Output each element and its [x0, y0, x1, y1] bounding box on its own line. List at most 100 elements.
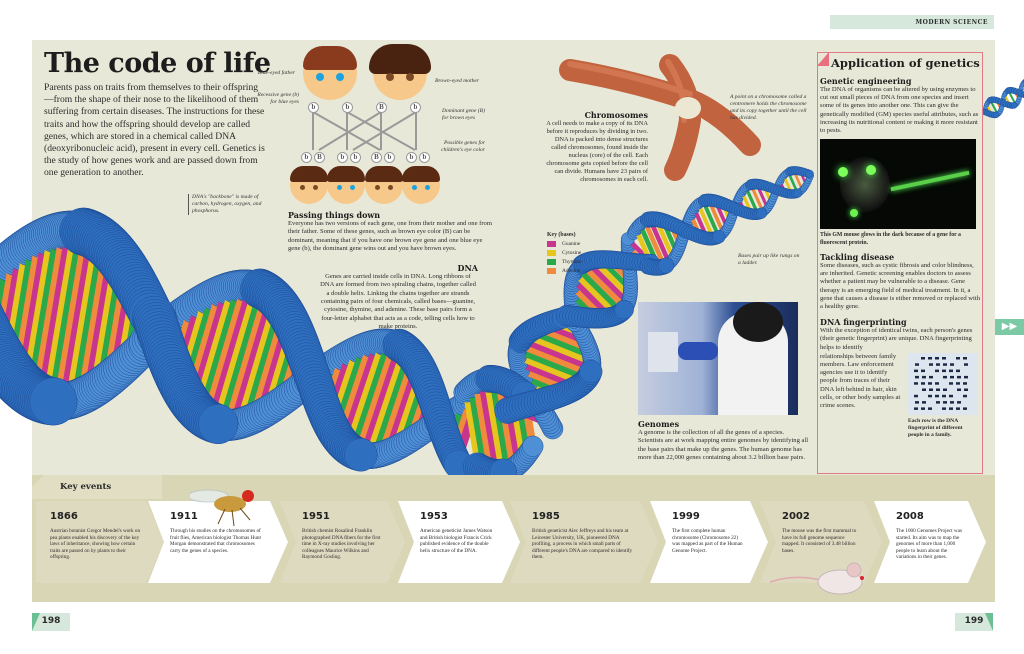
- fingerprint-band: [921, 356, 925, 360]
- fingerprint-band: [949, 394, 953, 398]
- fingerprint-band: [922, 375, 926, 379]
- backbone-bead: [1001, 94, 1007, 100]
- genomes-heading: Genomes: [638, 419, 680, 429]
- backbone-bead: [999, 101, 1005, 108]
- event-year: 1999: [672, 511, 700, 522]
- child-gene: b: [350, 152, 361, 163]
- fingerprint-band: [949, 369, 953, 372]
- dna-heading: DNA: [457, 263, 478, 274]
- fingerprint-band: [936, 363, 940, 366]
- fruit-fly-illustration: [190, 489, 254, 527]
- fingerprint-band: [922, 388, 926, 391]
- fingerprint-band: [950, 363, 954, 366]
- fingerprint-band: [963, 407, 967, 410]
- fingerprint-band: [942, 356, 946, 360]
- backbone-bead: [997, 108, 1003, 115]
- centromere-caption: A point on a chromosome called a centrom…: [730, 94, 807, 121]
- child-gene: B: [371, 152, 382, 163]
- event-text: The 1000 Genomes Project was started. It…: [896, 528, 962, 561]
- backbone-bead: [1000, 96, 1006, 102]
- mouse-illustration: [770, 562, 864, 595]
- key-label: Adenine: [562, 268, 581, 274]
- backbone-bead: [1002, 100, 1009, 108]
- fingerprint-band: [956, 369, 960, 372]
- fingerprint-band: [943, 400, 947, 404]
- key-events-heading: Key events: [32, 475, 162, 499]
- backbone-bead: [1010, 87, 1018, 95]
- backbone-bead: [1016, 94, 1023, 100]
- fingerprint-band: [915, 400, 919, 404]
- child-face: [290, 166, 328, 204]
- dna-section: DNA Genes are carried inside cells in DN…: [318, 263, 478, 331]
- rungs-caption: Bases pair up like rungs on a ladder.: [738, 253, 800, 266]
- event-text: Through his studies on the chromosomes o…: [170, 528, 261, 554]
- backbone-bead: [1013, 88, 1020, 95]
- parent-gene: b: [410, 102, 421, 113]
- color-swatch: [547, 241, 556, 247]
- backbone-bead: [1014, 100, 1020, 107]
- fingerprint-band: [929, 363, 933, 366]
- fingerprint-band: [928, 407, 932, 410]
- engineering-text: The DNA of organisms can be altered by u…: [820, 86, 979, 135]
- fingerprint-band: [935, 356, 939, 360]
- section-header: MODERN SCIENCE: [830, 15, 994, 29]
- chromosomes-text: A cell needs to make a copy of its DNA b…: [546, 120, 648, 183]
- backbone-bead: [997, 98, 1004, 106]
- backbone-bead: [1005, 87, 1012, 94]
- event-year: 2002: [782, 511, 810, 522]
- fingerprint-band: [949, 382, 953, 385]
- child-face: [327, 166, 365, 204]
- parent-gene: b: [342, 102, 353, 113]
- key-label: Thymine: [562, 259, 582, 265]
- double-chevron-right-icon[interactable]: ▶▶: [995, 319, 1024, 335]
- fingerprint-band: [921, 369, 925, 372]
- backbone-bead: [1002, 90, 1009, 96]
- base-pair-rung: [1019, 91, 1023, 95]
- base-pair-rung: [1013, 90, 1020, 101]
- dominant-label: Dominant gene (B) for brown eyes: [442, 108, 485, 121]
- fingerprinting-text-2: relationships between family members. La…: [820, 352, 901, 410]
- base-pair-rung: [1003, 94, 1012, 106]
- fingerprint-band: [957, 375, 961, 379]
- disease-section: Tackling disease Some diseases, such as …: [820, 252, 980, 311]
- key-item: Thymine: [547, 259, 581, 265]
- backbone-bead: [1000, 99, 1006, 105]
- fingerprint-band: [957, 388, 961, 391]
- lab-scientist-photo: [638, 302, 798, 415]
- event-year: 1866: [50, 511, 78, 522]
- fingerprint-band: [929, 375, 933, 379]
- application-box: Application of genetics Genetic engineer…: [817, 52, 983, 474]
- event-year: 1951: [302, 511, 330, 522]
- backbone-bead: [999, 99, 1007, 107]
- fingerprint-band: [914, 369, 918, 372]
- backbone-bead: [998, 106, 1004, 113]
- fingerprinting-section: DNA fingerprinting With the exception of…: [820, 317, 980, 439]
- event-text: The first complete human chromosome (Chr…: [672, 528, 743, 554]
- passing-dna-column: Passing things down Everyone has two ver…: [288, 210, 493, 331]
- fingerprint-band: [936, 400, 940, 404]
- glowing-mouse-photo: [820, 139, 976, 230]
- backbone-bead: [1004, 101, 1012, 109]
- fingerprint-band: [914, 382, 918, 385]
- possible-label: Possible genes for children's eye color: [441, 140, 485, 153]
- fingerprint-band: [921, 382, 925, 385]
- fingerprinting-heading: DNA fingerprinting: [820, 317, 907, 328]
- genomes-text: A genome is the collection of all the ge…: [638, 429, 809, 461]
- fingerprint-band: [964, 375, 968, 379]
- passing-heading: Passing things down: [288, 210, 381, 220]
- father-face: [303, 46, 357, 100]
- backbone-bead: [1015, 89, 1023, 96]
- child-gene: b: [337, 152, 348, 163]
- application-heading: Application of genetics: [831, 56, 980, 70]
- fingerprint-band: [943, 375, 947, 379]
- backbone-bead: [999, 104, 1005, 110]
- parent-gene: B: [376, 102, 387, 113]
- parent-gene: b: [308, 102, 319, 113]
